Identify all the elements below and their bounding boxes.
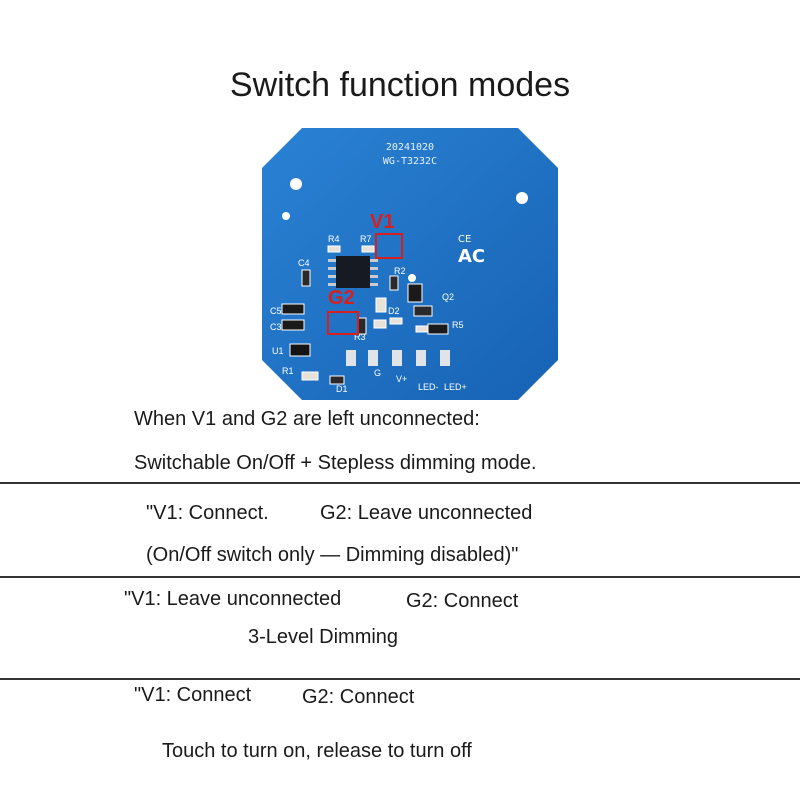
mode-1-condition: When V1 and G2 are left unconnected: [134,408,480,430]
svg-text:R3: R3 [354,332,366,342]
divider-3 [0,678,800,680]
mode-2-g2-setting: G2: Leave unconnected [320,502,533,524]
mode-1-description: Switchable On/Off + Stepless dimming mod… [134,452,537,474]
svg-text:D1: D1 [336,384,348,394]
svg-text:R7: R7 [360,234,372,244]
mode-3-g2-setting: G2: Connect [406,590,519,612]
pcb-outline [262,128,558,400]
svg-text:R4: R4 [328,234,340,244]
svg-text:G: G [374,368,381,378]
mode-3-description: 3-Level Dimming [248,626,399,648]
svg-text:CE: CE [458,234,471,245]
g2-marker: G2 [328,287,355,309]
g2-highlight-box [327,311,359,335]
page-title: Switch function modes [229,66,571,104]
svg-text:R1: R1 [282,366,294,376]
mode-4-g2-setting: G2: Connect [302,686,415,708]
v1-marker: V1 [370,211,394,233]
divider-1 [0,482,800,484]
model-code: WG-T3232C [383,156,437,167]
date-code: 20241020 [386,142,434,153]
divider-2 [0,576,800,578]
svg-text:Q2: Q2 [442,292,454,302]
svg-text:D2: D2 [388,306,400,316]
svg-text:V+: V+ [396,374,407,384]
mode-3-v1-setting: "V1: Leave unconnected [124,588,342,610]
svg-text:AC: AC [458,246,485,267]
pcb-board-image: 20241020 WG-T3232C CE AC R4 R7 R2 C4 C5 … [262,128,558,400]
svg-text:C4: C4 [298,258,310,268]
svg-text:U1: U1 [272,346,284,356]
svg-text:R5: R5 [452,320,464,330]
mode-4-description: Touch to turn on, release to turn off [162,740,472,762]
mode-2-description: (On/Off switch only — Dimming disabled)" [146,544,519,566]
svg-text:LED-: LED- [418,382,439,392]
svg-text:C5: C5 [270,306,282,316]
v1-highlight-box [375,233,403,259]
mode-2-v1-setting: "V1: Connect. [146,502,269,524]
mode-4-v1-setting: "V1: Connect [134,684,252,706]
svg-text:R2: R2 [394,266,406,276]
svg-text:LED+: LED+ [444,382,467,392]
svg-text:C3: C3 [270,322,282,332]
